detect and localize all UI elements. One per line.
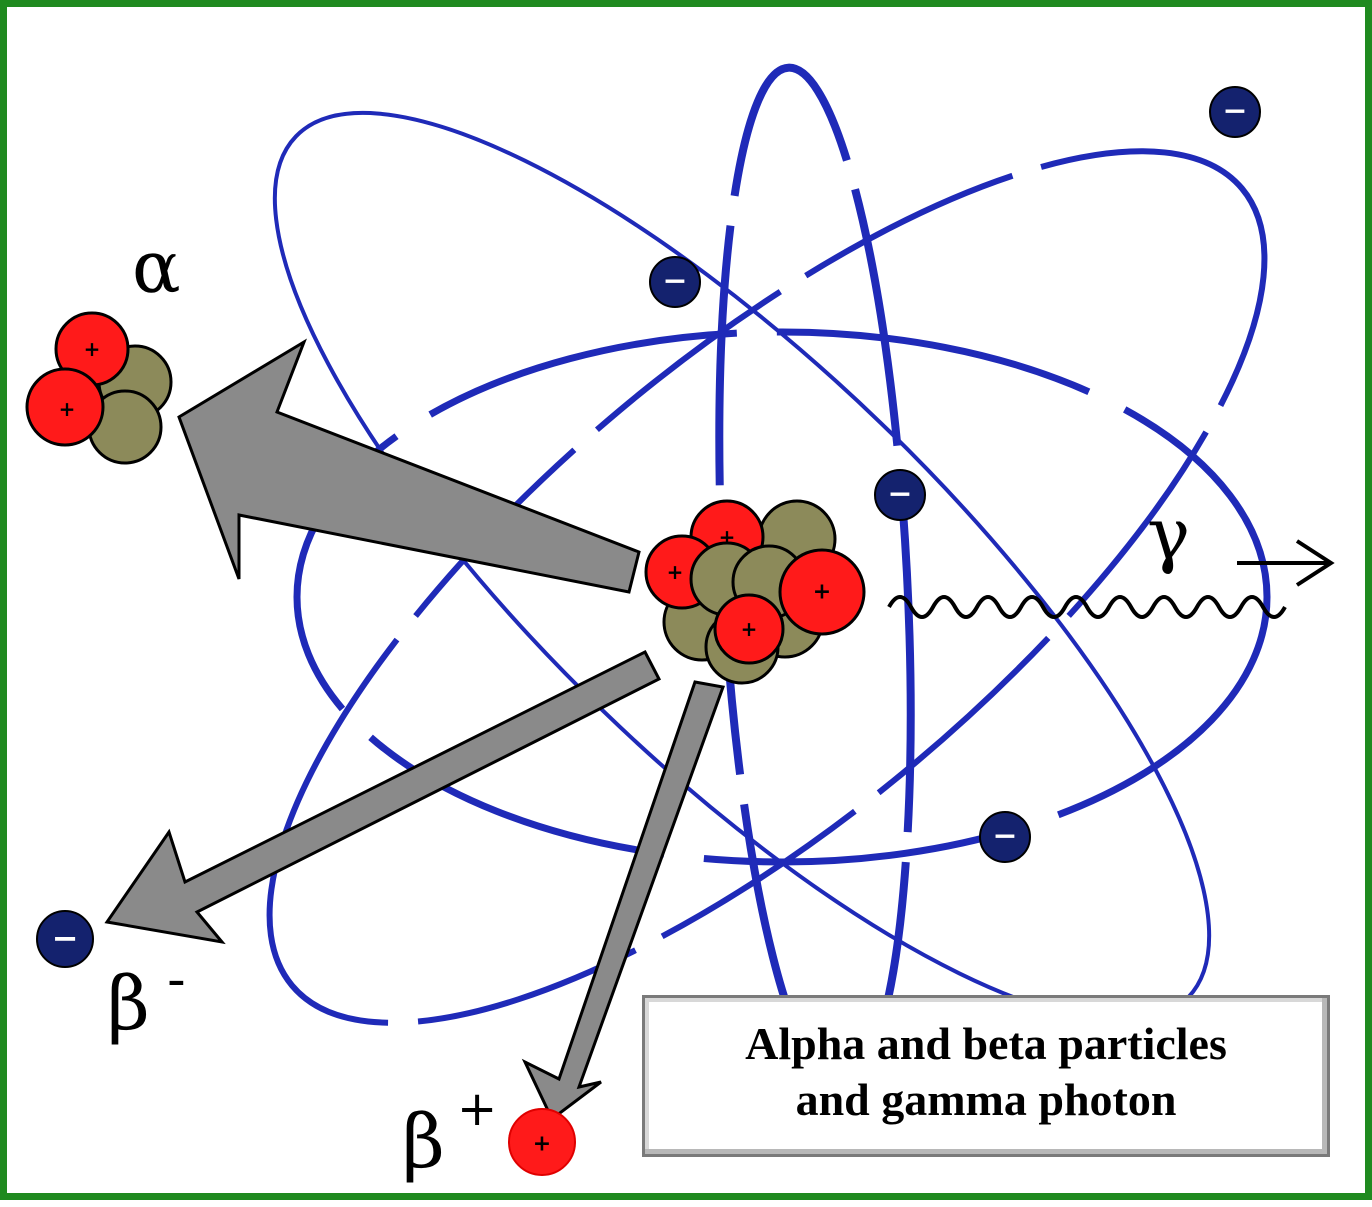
svg-text:+: + [59, 397, 76, 421]
caption-line-2: and gamma photon [795, 1074, 1177, 1125]
orbit-diagonal-up [266, 148, 1268, 1026]
svg-text:+: + [741, 617, 758, 641]
svg-text:+: + [84, 337, 101, 361]
atom-diagram: + + + + + + − − − − − [25, 63, 1335, 1185]
beta-plus-positron: + [508, 1108, 576, 1176]
beta-plus-label: β [402, 1099, 445, 1185]
svg-text:−: − [662, 264, 687, 299]
electron-center: − [874, 469, 926, 521]
svg-text:−: − [887, 477, 912, 512]
beta-minus-electron: − [36, 910, 94, 968]
caption-line-1: Alpha and beta particles [745, 1018, 1227, 1069]
svg-text:−: − [52, 919, 79, 957]
alpha-particle [25, 311, 173, 465]
electron-top-left: − [649, 256, 701, 308]
alpha-arrow [177, 338, 641, 594]
alpha-charges: + + [59, 337, 101, 421]
beta-minus-label: β [107, 961, 150, 1047]
svg-text:+: + [813, 580, 831, 605]
alpha-label: α [132, 225, 181, 309]
gamma-label: γ [1147, 492, 1190, 576]
beta-plus-arrow [521, 680, 726, 1122]
svg-text:+: + [667, 560, 684, 584]
svg-text:−: − [1222, 94, 1247, 129]
gamma-arrow [1237, 539, 1335, 587]
electrons: − − − − [649, 86, 1261, 863]
nucleus-charges: + + + + [667, 525, 832, 641]
svg-text:+: + [719, 525, 736, 549]
electron-top-right: − [1209, 86, 1261, 138]
svg-text:+: + [533, 1132, 551, 1157]
svg-text:−: − [992, 819, 1017, 854]
beta-minus-sign: - [167, 950, 186, 1010]
beta-minus-arrow [104, 649, 662, 945]
electron-bottom: − [979, 811, 1031, 863]
caption-box: Alpha and beta particles and gamma photo… [642, 995, 1330, 1157]
gamma-wave [887, 595, 1287, 619]
beta-plus-sign: + [457, 1081, 497, 1137]
nucleus [644, 499, 866, 685]
